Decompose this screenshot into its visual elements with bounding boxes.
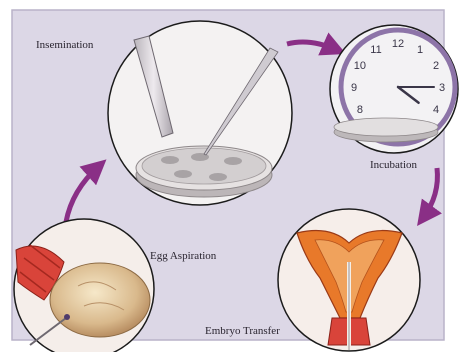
droplet [209, 173, 227, 181]
insemination-illustration [108, 21, 292, 205]
droplet [174, 170, 192, 178]
egg-aspiration-illustration [14, 219, 154, 352]
clock-number: 8 [357, 104, 363, 116]
clock-number: 12 [392, 38, 404, 50]
label-egg-aspiration: Egg Aspiration [150, 250, 216, 262]
clock-number: 11 [370, 44, 381, 56]
clock-number: 10 [354, 60, 366, 72]
label-insemination: Insemination [36, 39, 93, 51]
clock-number: 2 [433, 60, 439, 72]
embryo-transfer-illustration [278, 209, 420, 351]
clock-number: 1 [417, 44, 423, 56]
label-embryo-transfer: Embryo Transfer [205, 325, 280, 337]
clock-number: 3 [439, 82, 445, 94]
needle-tip [64, 314, 70, 320]
droplet [224, 157, 242, 165]
clock-number: 9 [351, 82, 357, 94]
clock-number: 4 [433, 104, 439, 116]
label-incubation: Incubation [370, 159, 417, 171]
ovary [50, 263, 150, 337]
incubation-illustration: 121234567891011 [330, 25, 458, 153]
droplet [161, 156, 179, 164]
